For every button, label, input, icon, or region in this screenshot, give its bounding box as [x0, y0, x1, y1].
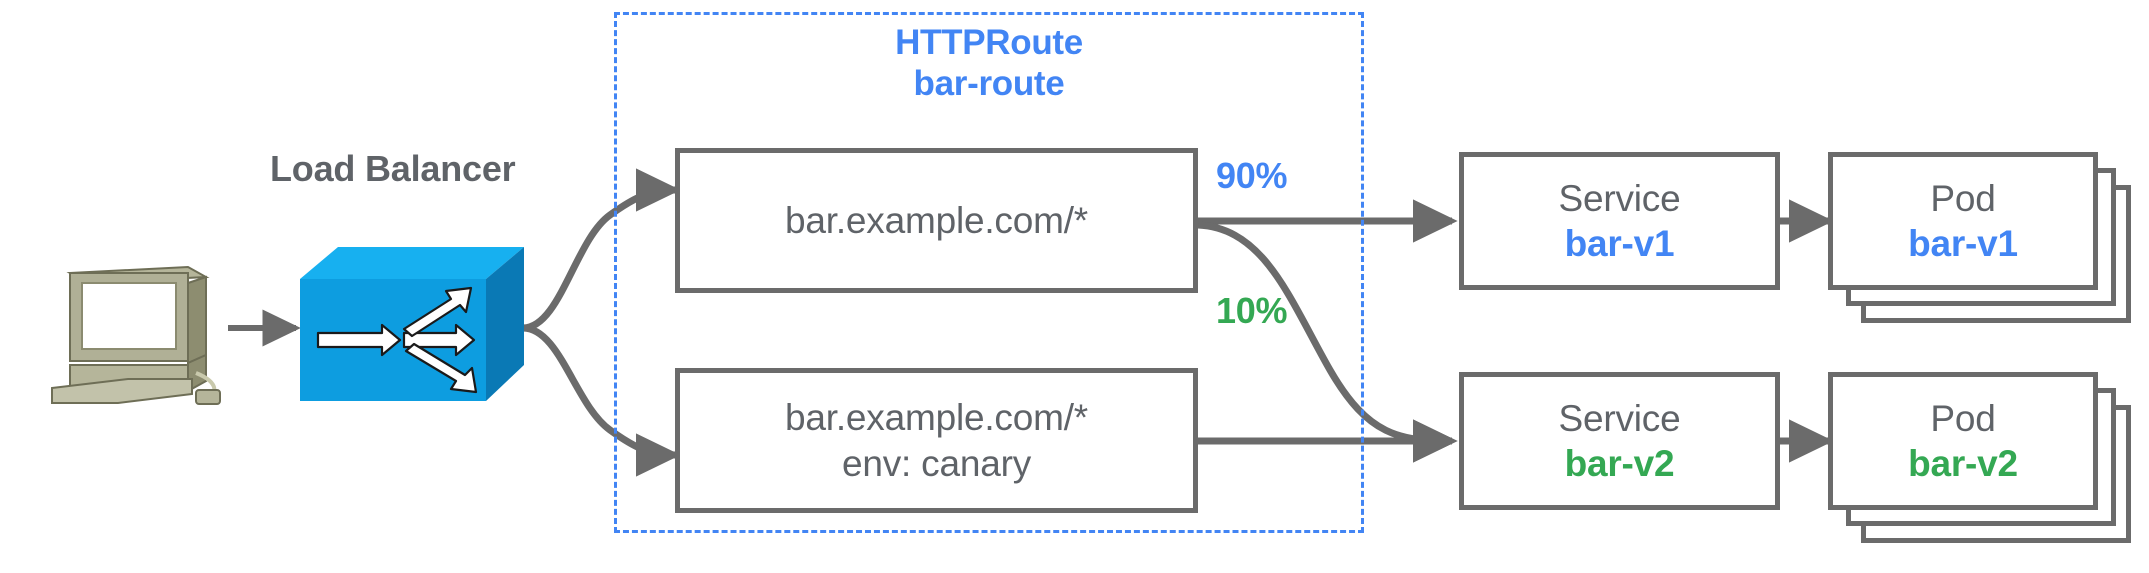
load-balancer-box-icon — [300, 247, 524, 401]
weight-label-90: 90% — [1216, 155, 1288, 196]
pod-node-bar-v1: Pod bar-v1 — [1828, 152, 2098, 290]
desktop-computer-icon — [51, 265, 221, 405]
weight-label-10: 10% — [1216, 290, 1288, 331]
httproute-title: HTTPRoute bar-route — [614, 22, 1364, 105]
pod-kind-label-2: Pod — [1930, 397, 1996, 439]
client-node — [40, 255, 230, 405]
edge-rule1-to-service-v2 — [1197, 221, 1458, 463]
route-rule-box-2: bar.example.com/* env: canary — [675, 368, 1198, 513]
edge-lb-to-rule-2 — [522, 324, 681, 477]
route-rule-box-1: bar.example.com/* — [675, 148, 1198, 293]
service-node-bar-v1: Service bar-v1 — [1459, 152, 1780, 290]
pod-node-bar-v2: Pod bar-v2 — [1828, 372, 2098, 510]
load-balancer-node — [296, 243, 528, 408]
service-kind-label-2: Service — [1558, 397, 1681, 439]
route-rule-2-match: bar.example.com/* — [784, 397, 1089, 439]
httproute-boundary — [614, 12, 1364, 533]
pod-name-label-1: bar-v1 — [1908, 223, 2018, 264]
service-name-label-1: bar-v1 — [1564, 223, 1675, 264]
httproute-kind-label: HTTPRoute — [895, 23, 1083, 62]
edge-lb-to-rule-1 — [522, 168, 681, 332]
service-node-bar-v2: Service bar-v2 — [1459, 372, 1780, 510]
service-name-label-2: bar-v2 — [1564, 443, 1675, 484]
route-rule-1-match: bar.example.com/* — [784, 199, 1089, 241]
service-kind-label-1: Service — [1558, 177, 1681, 219]
load-balancer-label: Load Balancer — [270, 148, 516, 189]
route-rule-2-header: env: canary — [841, 442, 1032, 484]
pod-name-label-2: bar-v2 — [1908, 443, 2018, 484]
pod-kind-label-1: Pod — [1930, 177, 1996, 219]
httproute-name-label: bar-route — [913, 64, 1065, 104]
